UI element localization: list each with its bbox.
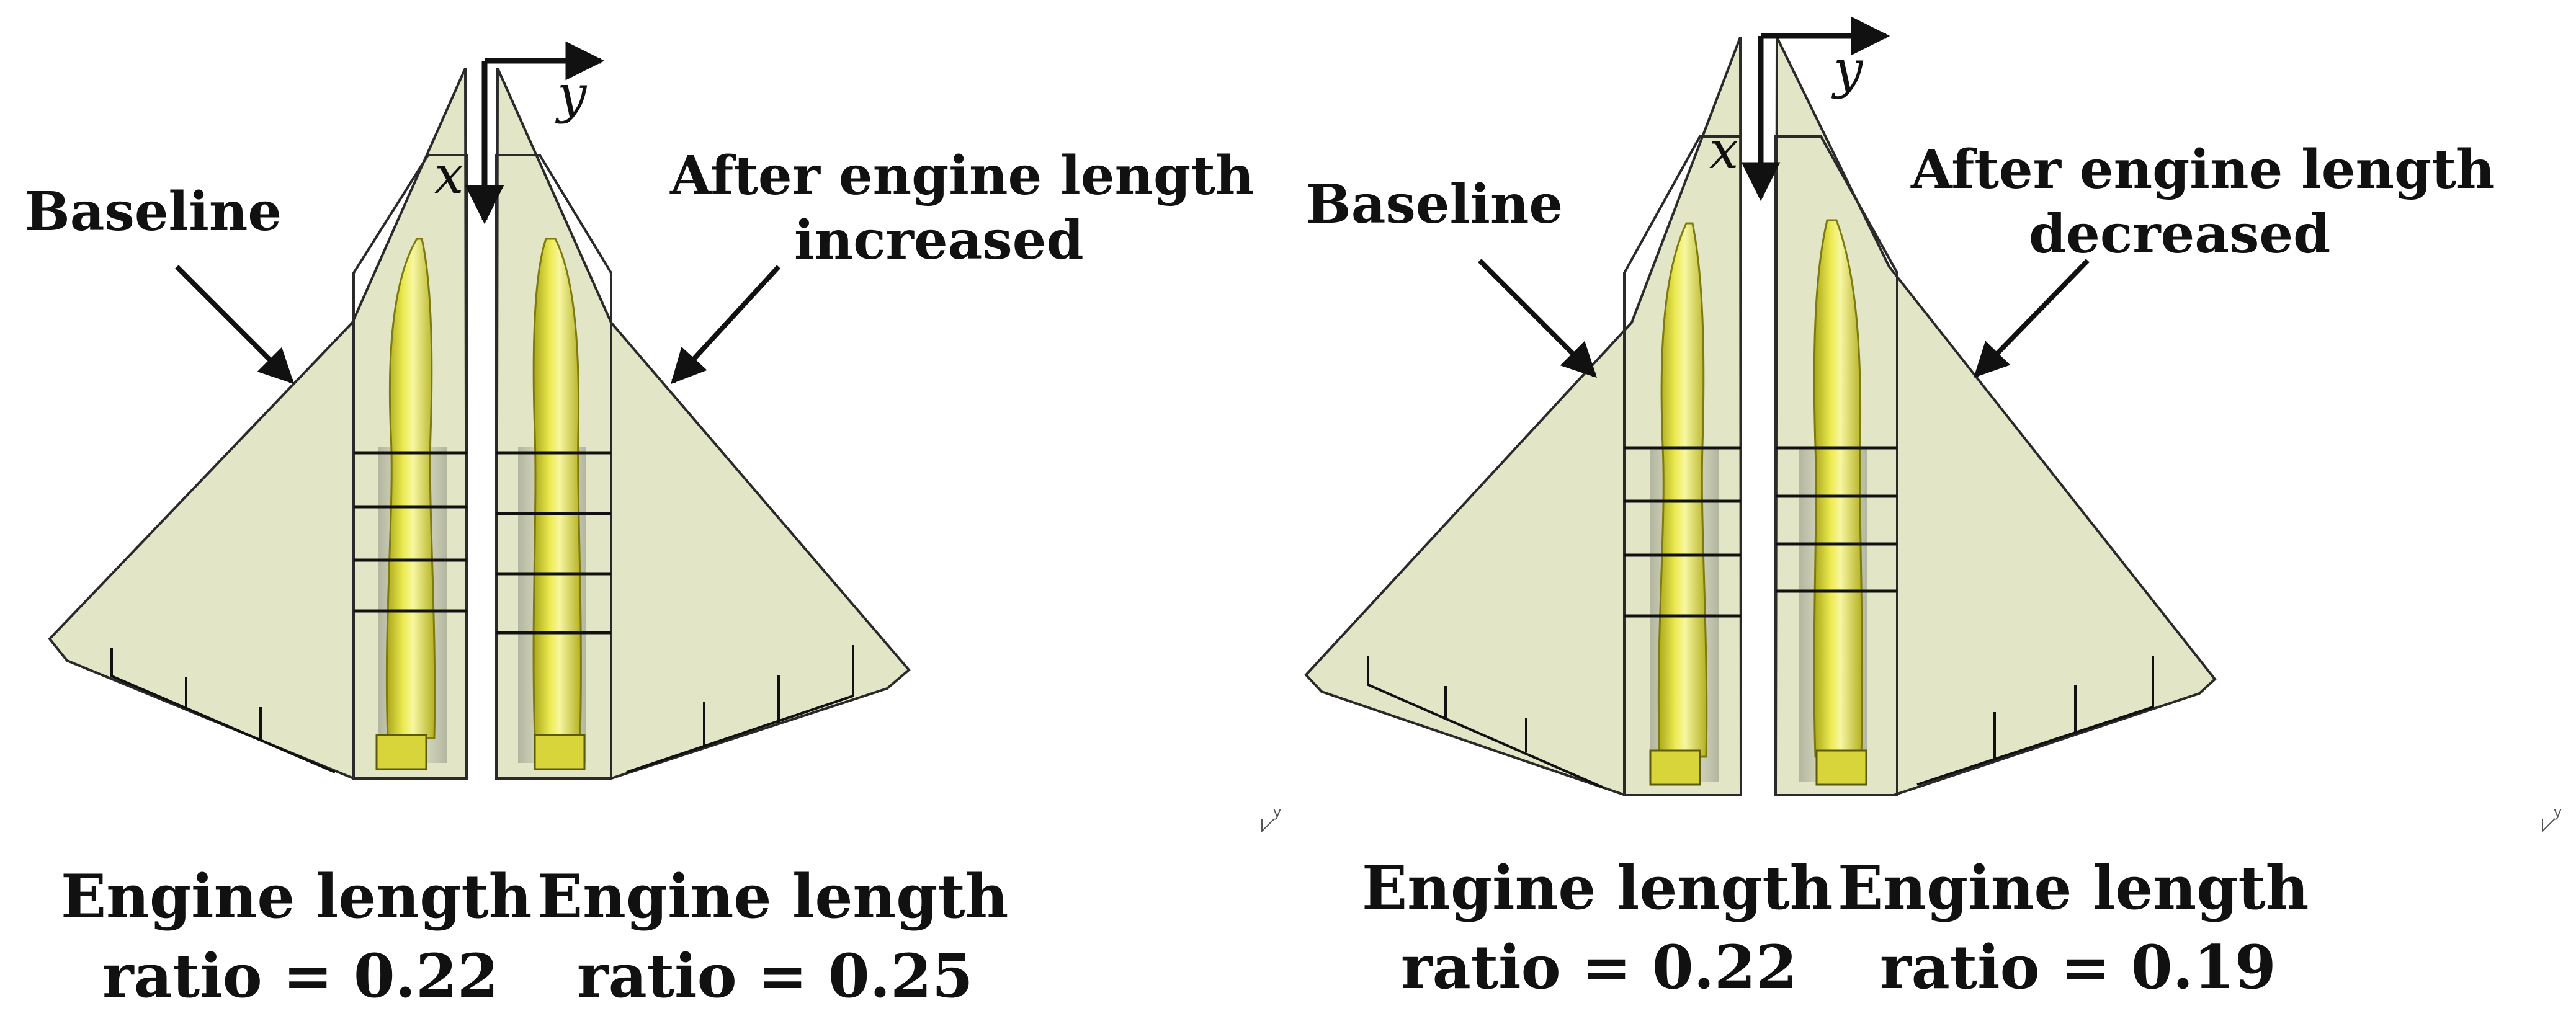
panel2-modified-flaps [1916,656,2154,786]
panel2-modified-label-line1: After engine length [1911,138,2495,201]
panel2-baseline-nacelle [1623,135,1742,796]
panel1-triad-label: y [1273,805,1282,821]
panel1-axis-x-label: x [434,145,464,205]
panel2-modified-label-line2: decreased [2029,203,2331,265]
panel1-baseline-frames [354,451,467,613]
panel1-modified-label-line2: increased [794,209,1084,272]
panel1-right-caption-line1: Engine length [537,862,1009,932]
panel2-baseline-flaps [1367,656,1604,789]
panel1-baseline-engine [385,238,436,739]
panel2-modified-half [1774,37,2217,796]
panel2-left-caption-line2: ratio = 0.22 [1401,932,1797,1002]
panel2-baseline-nozzle [1649,749,1701,786]
panel2-right-caption-line1: Engine length [1838,853,2309,923]
panel1-baseline-nozzle [375,734,427,770]
panel1-modified-frames [496,451,611,635]
panel1-axis-y-label: y [557,64,587,125]
panel2-modified-nozzle [1815,749,1867,786]
view-triads [1261,818,2556,833]
panel2-modified-frames [1776,446,1897,593]
panel2-axis-x-label: x [1709,120,1739,180]
panel1-modified-flaps [626,645,854,773]
panel1-axes [465,41,605,225]
panel2-baseline-engine [1657,222,1708,758]
panel2-modified-engine [1813,219,1864,758]
panel2-right-caption-line2: ratio = 0.19 [1880,932,2276,1002]
panel1-modified-nozzle [534,734,586,770]
panel2-axis-y-label: y [1833,39,1863,100]
panel1-left-caption-line1: Engine length [61,862,532,932]
panel1-modified-half [494,68,911,780]
panel2-baseline-label: Baseline [1306,173,1563,236]
panel2-modified-nacelle [1774,135,1898,796]
panel1-baseline-nacelle [352,154,468,780]
panel2-baseline-frames [1624,446,1741,618]
panel2-baseline-half [1304,37,1743,796]
panel1-modified-label-line1: After engine length [670,145,1254,207]
panel2-triad-label: y [2554,805,2562,821]
panel1-modified-nacelle [495,154,612,780]
panel1-right-caption-line2: ratio = 0.25 [577,941,973,1011]
panel1-modified-engine [532,238,582,739]
panel2-axes [1741,16,1890,202]
panel1-baseline-label: Baseline [25,180,282,243]
panel2-left-caption-line1: Engine length [1362,853,1833,923]
panel1-annotation-arrows [175,265,780,385]
panel1-baseline-half [48,68,468,780]
panel1-baseline-flaps [110,648,336,773]
panel2-annotation-arrows [1478,259,2090,378]
panel1-left-caption-line2: ratio = 0.22 [102,941,499,1011]
